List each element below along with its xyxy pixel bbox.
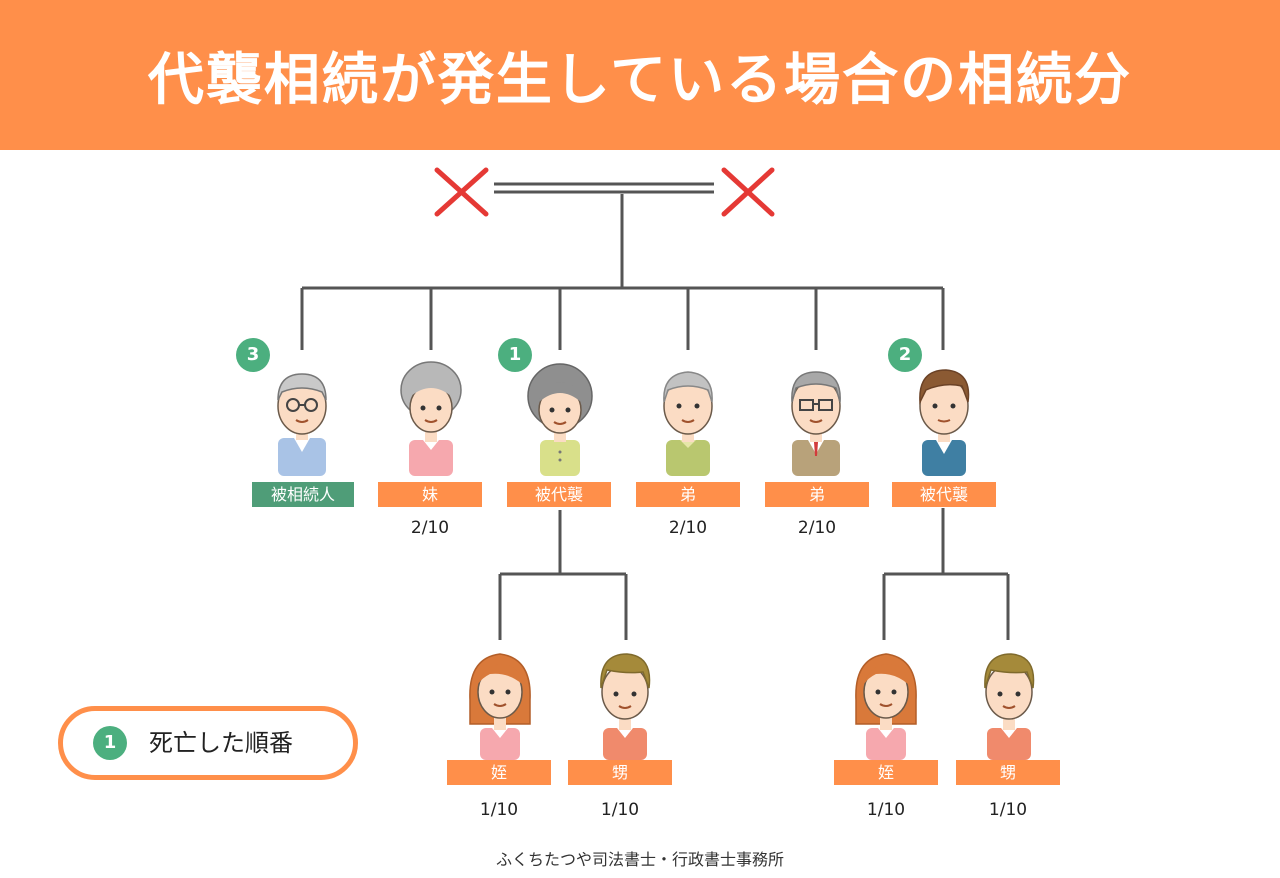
niece-person-icon — [469, 653, 531, 760]
label-niece-2: 姪 — [834, 760, 938, 785]
legend-box: 1 死亡した順番 — [58, 706, 358, 780]
father-deceased-mark — [434, 167, 489, 217]
share-sister: 2/10 — [410, 518, 450, 538]
marriage-line — [494, 182, 714, 194]
share-niece-2: 1/10 — [866, 800, 906, 820]
label-nephew-1: 甥 — [568, 760, 672, 785]
label-sister: 妹 — [378, 482, 482, 507]
label-brother-2: 弟 — [765, 482, 869, 507]
nephew-person-icon — [600, 653, 651, 760]
page-title: 代襲相続が発生している場合の相続分 — [147, 47, 1133, 113]
nephew-person-icon — [984, 653, 1035, 760]
header-banner: 代襲相続が発生している場合の相続分 — [0, 0, 1280, 150]
footer-credit: ふくちたつや司法書士・行政書士事務所 — [495, 850, 784, 869]
death-order-badge: 3 — [236, 338, 270, 372]
legend-text: 死亡した順番 — [149, 729, 293, 757]
share-nephew-1: 1/10 — [600, 800, 640, 820]
share-nephew-2: 1/10 — [988, 800, 1028, 820]
death-order-badge: 2 — [888, 338, 922, 372]
label-predeceased-1: 被代襲 — [507, 482, 611, 507]
brother-person-icon — [791, 371, 841, 476]
decedent-person-icon — [277, 373, 327, 476]
label-nephew-2: 甥 — [956, 760, 1060, 785]
predeceased-sibling-person-icon — [527, 363, 593, 476]
label-niece-1: 姪 — [447, 760, 551, 785]
brother-person-icon — [663, 371, 713, 476]
mother-deceased-mark — [721, 167, 775, 217]
niece-person-icon — [855, 653, 917, 760]
label-decedent: 被相続人 — [252, 482, 354, 507]
share-brother-1: 2/10 — [668, 518, 708, 538]
share-brother-2: 2/10 — [797, 518, 837, 538]
death-order-badge: 1 — [498, 338, 532, 372]
label-brother-1: 弟 — [636, 482, 740, 507]
predeceased-sibling-person-icon — [919, 369, 970, 476]
sister-person-icon — [400, 361, 462, 476]
label-predeceased-2: 被代襲 — [892, 482, 996, 507]
share-niece-1: 1/10 — [479, 800, 519, 820]
legend-badge: 1 — [93, 726, 127, 760]
